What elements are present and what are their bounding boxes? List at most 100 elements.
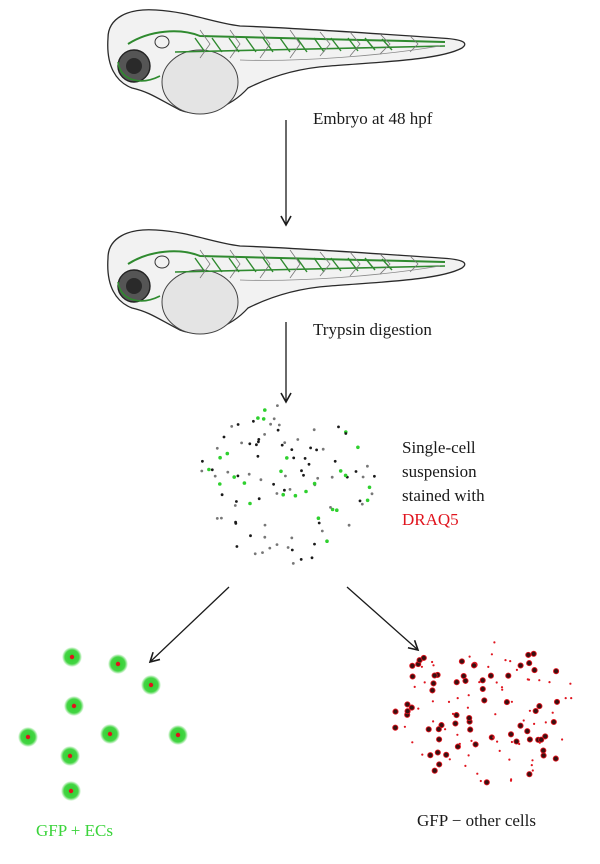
gfp-positive-cell bbox=[100, 724, 120, 744]
gfp-negative-cell bbox=[468, 655, 471, 658]
suspended-cell bbox=[365, 498, 370, 503]
gfp-negative-cell bbox=[403, 725, 406, 728]
gfp-negative-cell bbox=[510, 740, 513, 744]
suspended-cell bbox=[361, 475, 365, 479]
gfp-negative-cells bbox=[392, 641, 573, 786]
suspended-cell bbox=[291, 562, 295, 565]
suspended-cell bbox=[207, 467, 211, 472]
gfp-negative-cell bbox=[561, 738, 564, 741]
suspended-cell bbox=[316, 476, 320, 480]
suspended-cell bbox=[257, 440, 260, 444]
suspended-cell bbox=[263, 408, 267, 412]
gfp-negative-cell bbox=[427, 752, 434, 759]
gfp-negative-cell bbox=[392, 708, 399, 715]
suspended-cell bbox=[247, 472, 251, 476]
draq5-dye-label: DRAQ5 bbox=[402, 510, 459, 529]
gfp-negative-cell bbox=[421, 753, 424, 756]
suspended-cell bbox=[235, 545, 239, 548]
suspended-cell bbox=[263, 433, 266, 436]
gfp-negative-cell bbox=[420, 665, 423, 668]
suspended-cell bbox=[312, 481, 317, 486]
suspended-cell bbox=[293, 493, 298, 498]
suspended-cell bbox=[366, 464, 369, 468]
suspended-cell bbox=[272, 482, 275, 486]
gfp-negative-cell bbox=[550, 718, 557, 726]
gfp-negative-cell bbox=[544, 721, 547, 724]
suspension-label-line: suspension bbox=[402, 462, 477, 481]
suspended-cell bbox=[220, 516, 223, 520]
gfp-negative-cell bbox=[466, 706, 469, 709]
gfp-negative-cell bbox=[452, 720, 459, 727]
gfp-negative-cell bbox=[470, 739, 473, 743]
suspended-cell bbox=[236, 423, 240, 426]
suspended-cell bbox=[290, 448, 294, 451]
gfp-negative-cell bbox=[404, 708, 411, 715]
suspended-cell bbox=[213, 474, 217, 478]
gfp-negative-cell bbox=[456, 733, 459, 736]
gfp-positive-cell bbox=[18, 727, 38, 747]
suspended-cell bbox=[210, 468, 214, 472]
gfp-negative-cell bbox=[432, 720, 435, 723]
gfp-negative-cell bbox=[490, 653, 493, 656]
suspended-cell bbox=[307, 462, 311, 466]
suspended-cell bbox=[312, 428, 316, 432]
suspended-cell bbox=[302, 473, 305, 477]
suspended-cell bbox=[280, 443, 284, 447]
gfp-negative-cell bbox=[564, 697, 567, 700]
suspended-cell bbox=[281, 492, 286, 497]
suspended-cell bbox=[338, 469, 343, 473]
gfp-positive-cell bbox=[108, 654, 128, 674]
suspended-cell bbox=[215, 517, 219, 520]
suspended-cell bbox=[288, 488, 292, 491]
suspended-cell bbox=[283, 441, 287, 444]
suspended-cell bbox=[276, 428, 280, 432]
suspended-cell bbox=[303, 457, 307, 460]
gfp-negative-cell bbox=[409, 673, 416, 680]
suspended-cell bbox=[343, 473, 348, 478]
gfp-negative-cell bbox=[530, 764, 533, 767]
suspended-cell bbox=[252, 419, 255, 423]
gfp-negative-cell bbox=[507, 731, 515, 738]
suspended-cell bbox=[300, 469, 303, 473]
suspended-cell bbox=[316, 516, 321, 520]
suspended-cell bbox=[242, 481, 247, 485]
suspended-cell bbox=[279, 469, 283, 474]
suspended-cell bbox=[234, 520, 238, 524]
gfp-positive-cell bbox=[64, 696, 84, 716]
gfp-negative-cell bbox=[472, 741, 479, 748]
suspended-cell bbox=[304, 489, 308, 494]
suspended-cell bbox=[320, 529, 324, 533]
gfp-negative-cell bbox=[551, 711, 554, 714]
gfp-negative-cell bbox=[479, 779, 482, 783]
suspended-cell bbox=[218, 455, 222, 460]
gfp-negative-cell bbox=[447, 700, 451, 704]
single-cell-suspension bbox=[200, 404, 376, 565]
suspended-cell bbox=[248, 501, 252, 506]
gfp-negative-cell bbox=[464, 764, 467, 768]
gfp-negative-cell bbox=[510, 700, 513, 703]
gfp-negative-cell bbox=[408, 704, 415, 711]
gfp-negative-cell bbox=[466, 714, 473, 722]
suspended-cell bbox=[276, 404, 279, 407]
suspended-cell bbox=[296, 438, 300, 441]
suspended-cell bbox=[373, 474, 376, 478]
gfp-negative-cell bbox=[496, 740, 499, 743]
suspended-cell bbox=[333, 459, 337, 463]
suspended-cell bbox=[285, 456, 289, 460]
gfp-negative-cell bbox=[513, 738, 520, 745]
gfp-negative-cell bbox=[526, 678, 529, 681]
gfp-negative-cell bbox=[540, 752, 547, 759]
suspended-cell bbox=[315, 448, 318, 452]
suspended-cell bbox=[283, 488, 286, 492]
gfp-negative-cell bbox=[487, 672, 494, 679]
suspended-cell bbox=[236, 474, 240, 478]
gfp-negative-cell bbox=[460, 672, 467, 680]
suspended-cell bbox=[233, 504, 237, 507]
gfp-negative-cell bbox=[569, 682, 572, 685]
suspended-cell bbox=[370, 492, 374, 496]
gfp-negative-cell bbox=[553, 698, 561, 705]
gfp-negative-cell bbox=[436, 761, 443, 768]
gfp-negative-cell bbox=[404, 701, 411, 708]
suspended-cell bbox=[321, 447, 325, 451]
